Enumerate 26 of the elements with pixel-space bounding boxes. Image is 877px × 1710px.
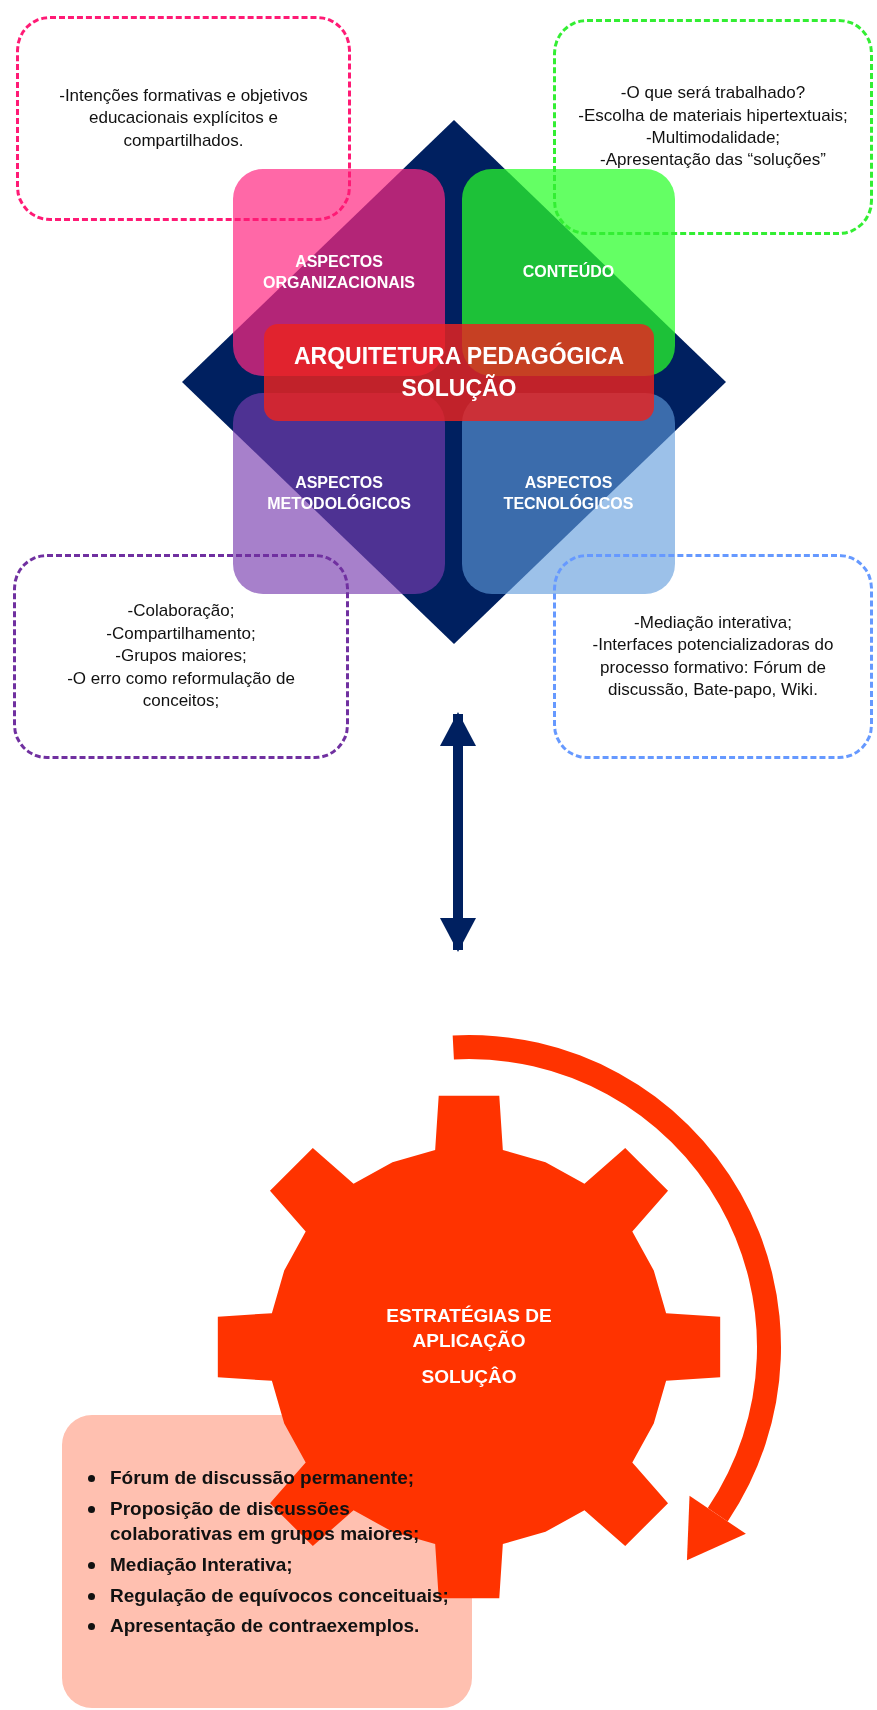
note-text: -Apresentação das “soluções”	[600, 149, 826, 172]
note-text: -Intenções formativas e objetivos educacionais explícitos e compartilhados.	[59, 84, 308, 152]
note-box	[13, 554, 349, 759]
gear-label: SOLUÇÂO	[420, 1365, 518, 1390]
list-item: Fórum de discussão permanente;	[84, 1465, 452, 1491]
note-text: -O que será trabalhado?	[620, 82, 806, 105]
note-text: -Grupos maiores;	[115, 645, 247, 668]
note-text: -Mediação interativa;	[634, 611, 792, 634]
double-arrow	[440, 712, 476, 952]
note-text: -Compartilhamento;	[106, 622, 256, 645]
list-item: Apresentação de contraexemplos.	[84, 1613, 452, 1639]
note-box	[553, 554, 873, 759]
category-label: ASPECTOS TECNOLÓGICOS	[502, 472, 635, 514]
note-text: -Interfaces potencializadoras do processo formativo: Fórum de discussão, Bate-papo, Wiki.	[591, 634, 835, 701]
category-label: ASPECTOS METODOLÓGICOS	[266, 472, 412, 514]
center-title: ARQUITETURA PEDAGÓGICA	[293, 341, 625, 372]
gear-label: ESTRATÉGIAS DE APLICAÇÃO	[385, 1303, 553, 1353]
list-item: Mediação Interativa;	[84, 1551, 452, 1578]
note-text: -Colaboração;	[127, 600, 235, 623]
note-text: -Escolha de materiais hipertextuais;	[578, 104, 848, 127]
category-label: ASPECTOS ORGANIZACIONAIS	[262, 251, 416, 293]
note-text: -O erro como reformulação de conceitos;	[66, 667, 296, 713]
center-title: SOLUÇÃO	[401, 373, 517, 403]
category-label: CONTEÚDO	[522, 262, 615, 283]
note-text: -Multimodalidade;	[645, 127, 781, 149]
list-item: Regulação de equívocos conceituais;	[84, 1582, 452, 1609]
